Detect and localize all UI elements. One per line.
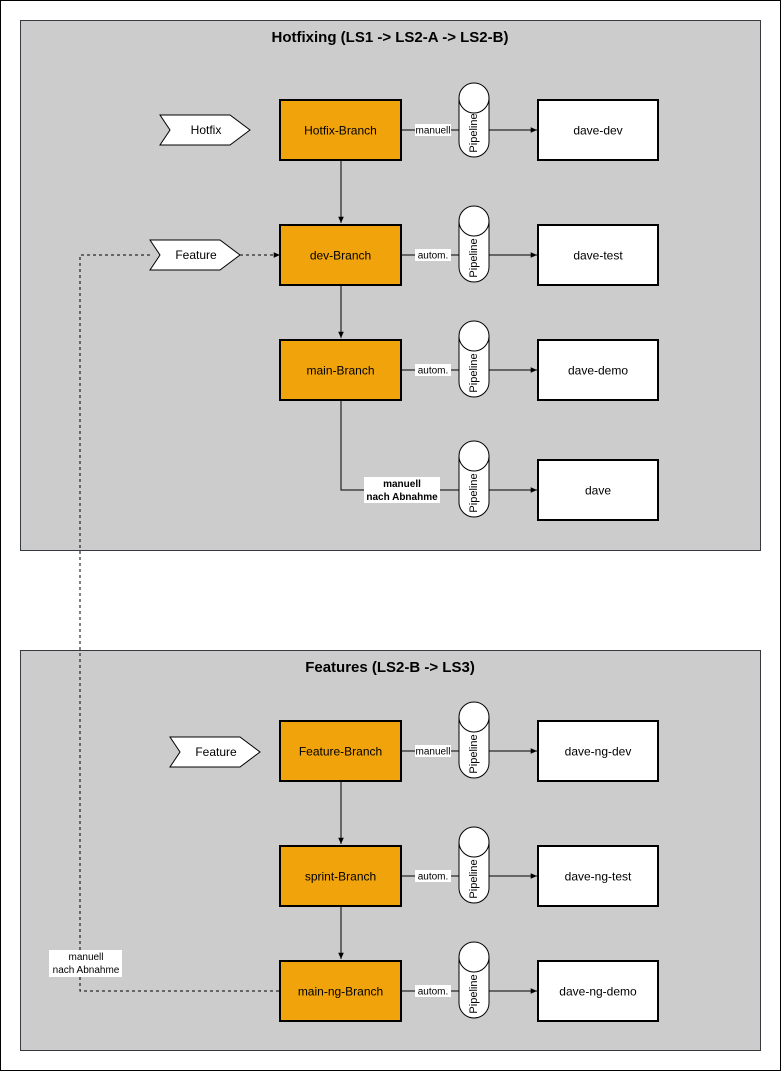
section-title: Features (LS2-B -> LS3) [305, 659, 475, 676]
edge-label: autom. [418, 366, 449, 377]
branch-label: sprint-Branch [305, 870, 376, 884]
target-label: dave-test [573, 249, 623, 263]
target-label: dave-ng-demo [559, 985, 637, 999]
target-label: dave-demo [568, 364, 628, 378]
branch-box [279, 960, 402, 1022]
branch-feature: Feature-Branch [279, 720, 402, 782]
edge-label-bg [415, 364, 451, 376]
cylinder-cap [458, 440, 490, 472]
target-box [537, 459, 659, 521]
pipeline-label: Pipeline [468, 859, 480, 898]
target-box [537, 224, 659, 286]
target-label: dave-dev [573, 124, 622, 138]
pipeline-cylinder: Pipeline [458, 320, 490, 398]
edge-label: autom. [418, 872, 449, 883]
pipeline-cylinder: Pipeline [458, 941, 490, 1019]
branch-label: main-ng-Branch [298, 985, 383, 999]
cylinder-cap [458, 205, 490, 237]
target-label: dave-ng-test [565, 870, 632, 884]
source-label: Hotfix [191, 123, 222, 137]
branch-label: Feature-Branch [299, 745, 382, 759]
target-dave-ng-test: dave-ng-test [537, 845, 659, 907]
pipeline-label: Pipeline [468, 734, 480, 773]
pipeline-cylinder: Pipeline [458, 440, 490, 518]
cylinder-cap [458, 701, 490, 733]
source-label: Feature [175, 248, 217, 262]
pipeline-label: Pipeline [468, 113, 480, 152]
target-box [537, 339, 659, 401]
cylinder-cap [458, 320, 490, 352]
target-label: dave-ng-dev [565, 745, 632, 759]
branch-hotfix: Hotfix-Branch [279, 99, 402, 161]
pipeline-label: Pipeline [468, 238, 480, 277]
edge-label-bg [415, 124, 451, 136]
edge-label-bg [415, 870, 451, 882]
merge-back-label: nach Abnahme [53, 965, 120, 976]
branch-label: Hotfix-Branch [304, 124, 377, 138]
edge-label: manuell [415, 126, 450, 137]
target-dave-ng-demo: dave-ng-demo [537, 960, 659, 1022]
pipeline-label: Pipeline [468, 974, 480, 1013]
source-shape [169, 736, 261, 768]
cylinder-body [458, 956, 490, 1019]
target-box [537, 845, 659, 907]
hotfixing-section: Hotfixing (LS1 -> LS2-A -> LS2-B) Hotfix… [20, 20, 761, 551]
section-title: Hotfixing (LS1 -> LS2-A -> LS2-B) [272, 29, 509, 46]
cylinder-body [458, 335, 490, 398]
branch-dev: dev-Branch [279, 224, 402, 286]
source-label: Feature [195, 745, 237, 759]
merge-back-dashed-link [79, 254, 279, 992]
cylinder-body [458, 716, 490, 779]
pipeline-label: Pipeline [468, 353, 480, 392]
source-shape [149, 239, 241, 271]
edge-label: autom. [418, 251, 449, 262]
pipeline-cylinder: Pipeline [458, 826, 490, 904]
merge-back-label: manuell [68, 952, 103, 963]
branch-box [279, 339, 402, 401]
pipeline-cylinder: Pipeline [458, 205, 490, 283]
branch-label: main-Branch [306, 364, 374, 378]
branch-box [279, 224, 402, 286]
edge-label: manuell [415, 747, 450, 758]
target-dave-dev: dave-dev [537, 99, 659, 161]
target-dave-ng-dev: dave-ng-dev [537, 720, 659, 782]
cylinder-body [458, 220, 490, 283]
target-label: dave [585, 484, 611, 498]
edge-label-bg [415, 985, 451, 997]
merge-back-label-bg [49, 950, 122, 977]
pipeline-cylinder: Pipeline [458, 82, 490, 158]
pipeline-label: Pipeline [468, 473, 480, 512]
edge-label: nach Abnahme [366, 492, 438, 503]
target-box [537, 99, 659, 161]
pipeline-cylinder: Pipeline [458, 701, 490, 779]
cylinder-body [458, 841, 490, 904]
cylinder-body [458, 455, 490, 518]
cylinder-cap [458, 82, 490, 114]
target-dave-test: dave-test [537, 224, 659, 286]
branch-main-ng: main-ng-Branch [279, 960, 402, 1022]
edge-label-bg [415, 745, 451, 757]
target-box [537, 960, 659, 1022]
feature-source: Feature [169, 736, 261, 768]
feature-source: Feature [149, 239, 241, 271]
branch-main: main-Branch [279, 339, 402, 401]
edge-label-bg [364, 477, 440, 503]
cylinder-body [458, 97, 490, 158]
target-dave-demo: dave-demo [537, 339, 659, 401]
branch-sprint: sprint-Branch [279, 845, 402, 907]
cylinder-cap [458, 941, 490, 973]
features-section: Features (LS2-B -> LS3) Feature Feature-… [20, 650, 761, 1051]
branch-label: dev-Branch [310, 249, 371, 263]
edge-label-bg [415, 249, 451, 261]
hotfix-source: Hotfix [159, 114, 251, 146]
target-dave: dave [537, 459, 659, 521]
branch-box [279, 845, 402, 907]
edge-label: manuell [383, 479, 421, 490]
source-shape [159, 114, 251, 146]
edge-label: autom. [418, 987, 449, 998]
target-box [537, 720, 659, 782]
cylinder-cap [458, 826, 490, 858]
